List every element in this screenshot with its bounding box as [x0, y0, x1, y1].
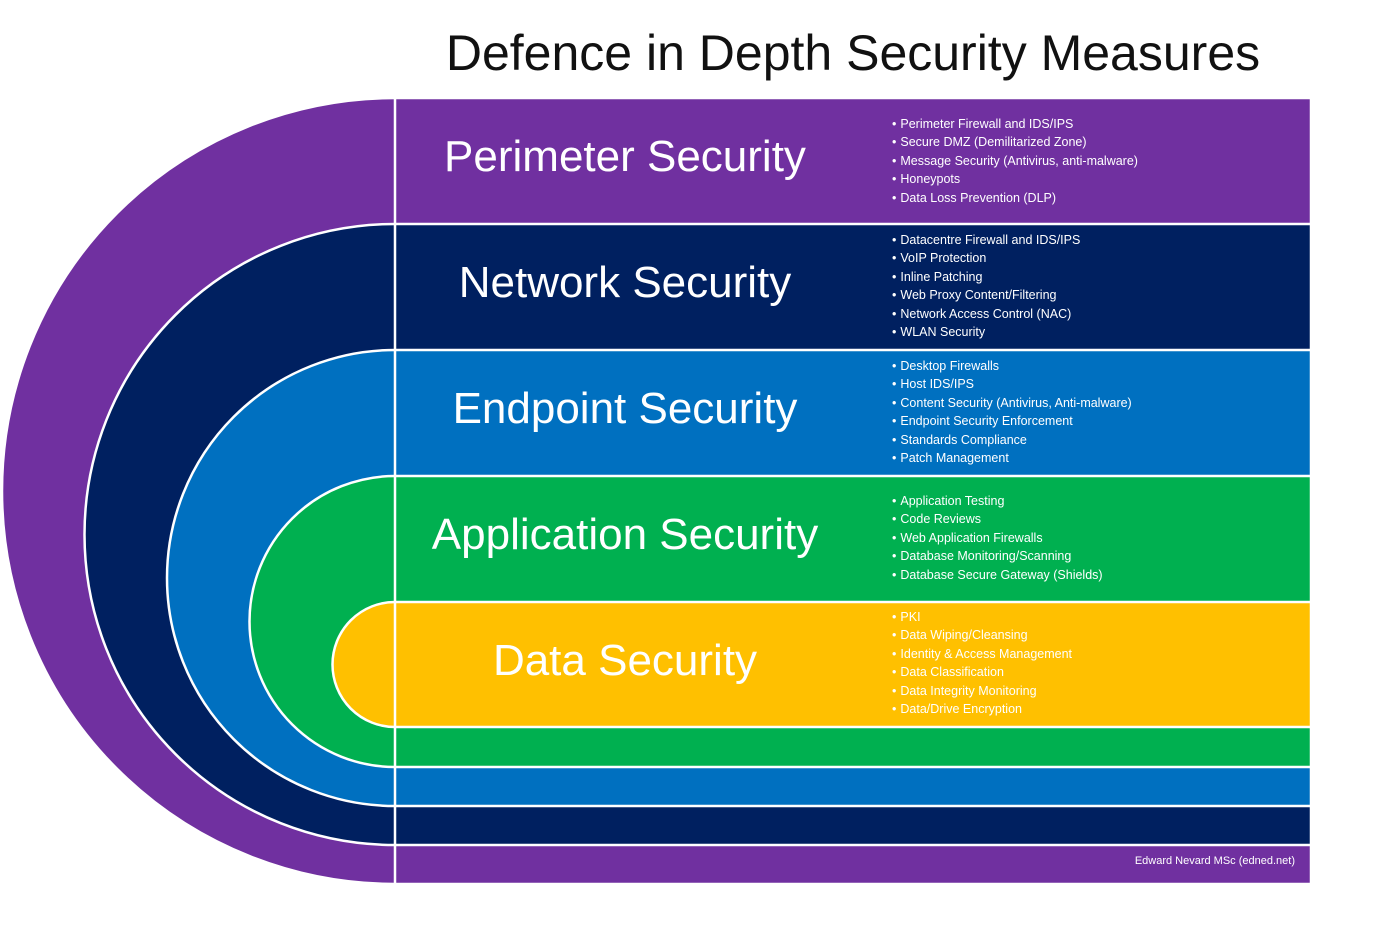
bullet-item: Endpoint Security Enforcement: [892, 412, 1312, 430]
bullet-item: Data Wiping/Cleansing: [892, 626, 1312, 644]
bullet-item: Data Integrity Monitoring: [892, 682, 1312, 700]
bullet-item: WLAN Security: [892, 323, 1312, 341]
bullet-item: Data Loss Prevention (DLP): [892, 189, 1312, 207]
bullet-item: VoIP Protection: [892, 249, 1312, 267]
layer-title-application: Application Security: [431, 510, 819, 559]
bullet-list-perimeter: Perimeter Firewall and IDS/IPS Secure DM…: [892, 115, 1312, 207]
bullet-item: Content Security (Antivirus, Anti-malwar…: [892, 394, 1312, 412]
bullet-item: Database Secure Gateway (Shields): [892, 566, 1312, 584]
page-title: Defence in Depth Security Measures: [445, 25, 1261, 81]
bullet-item: Database Monitoring/Scanning: [892, 547, 1312, 565]
credit-text: Edward Nevard MSc (edned.net): [1134, 855, 1295, 867]
bullet-item: Standards Compliance: [892, 431, 1312, 449]
layer-title-network: Network Security: [458, 258, 792, 307]
bullet-item: Web Proxy Content/Filtering: [892, 286, 1312, 304]
bullet-item: PKI: [892, 608, 1312, 626]
layer-title-data: Data Security: [492, 636, 758, 685]
bullet-list-data: PKI Data Wiping/Cleansing Identity & Acc…: [892, 608, 1312, 718]
layer-title-endpoint: Endpoint Security: [452, 384, 798, 433]
bullet-item: Desktop Firewalls: [892, 357, 1312, 375]
bullet-item: Data/Drive Encryption: [892, 700, 1312, 718]
bullet-item: Network Access Control (NAC): [892, 305, 1312, 323]
bullet-item: Code Reviews: [892, 510, 1312, 528]
bullet-list-application: Application Testing Code Reviews Web App…: [892, 492, 1312, 584]
bullet-item: Perimeter Firewall and IDS/IPS: [892, 115, 1312, 133]
bullet-item: Inline Patching: [892, 268, 1312, 286]
bullet-list-network: Datacentre Firewall and IDS/IPS VoIP Pro…: [892, 231, 1312, 341]
bullet-item: Web Application Firewalls: [892, 529, 1312, 547]
bullet-item: Message Security (Antivirus, anti-malwar…: [892, 152, 1312, 170]
bullet-item: Datacentre Firewall and IDS/IPS: [892, 231, 1312, 249]
bullet-item: Host IDS/IPS: [892, 375, 1312, 393]
bullet-item: Honeypots: [892, 170, 1312, 188]
bullet-item: Application Testing: [892, 492, 1312, 510]
bullet-item: Patch Management: [892, 449, 1312, 467]
bullet-list-endpoint: Desktop Firewalls Host IDS/IPS Content S…: [892, 357, 1312, 467]
layer-title-perimeter: Perimeter Security: [444, 132, 806, 181]
bullet-item: Secure DMZ (Demilitarized Zone): [892, 133, 1312, 151]
bullet-item: Identity & Access Management: [892, 645, 1312, 663]
bullet-item: Data Classification: [892, 663, 1312, 681]
